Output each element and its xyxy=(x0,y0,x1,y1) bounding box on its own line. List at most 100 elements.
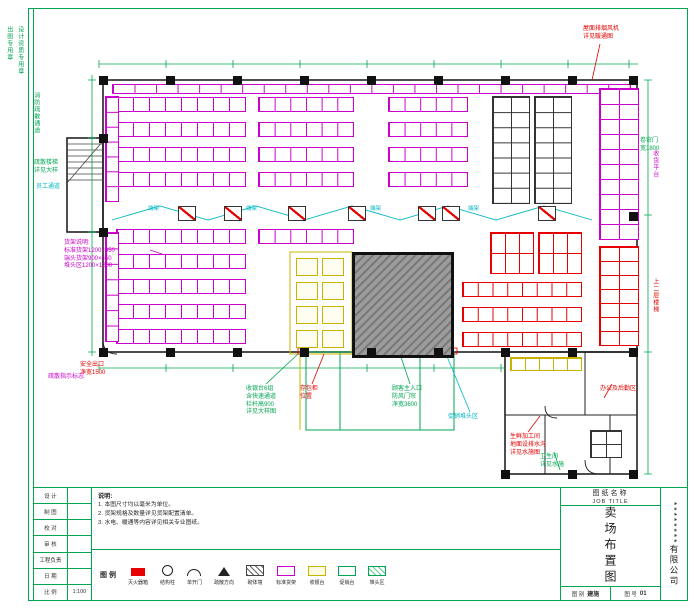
fixture-grid xyxy=(590,430,622,458)
checkout-counter xyxy=(296,282,318,300)
shelf-unit xyxy=(388,147,468,162)
legend-item: 促销台 xyxy=(338,565,357,586)
field-value xyxy=(68,536,91,551)
field-value xyxy=(68,553,91,568)
structural-column xyxy=(501,470,510,479)
notes-area: 说明: 1. 本图尺寸均以毫米为单位。2. 货架规格及数量详见货架配置清单。3.… xyxy=(92,488,560,550)
shelf-unit xyxy=(116,304,246,319)
sheet-field-value: 建施 xyxy=(587,592,600,598)
annotation-label: 端架 xyxy=(468,206,480,212)
structural-column xyxy=(367,348,376,357)
field-value xyxy=(68,569,91,584)
annotation-label: 存包柜 位置 xyxy=(300,386,319,400)
legend-label: 堆头区 xyxy=(369,579,385,586)
note-line: 2. 货架规格及数量详见货架配置清单。 xyxy=(98,510,198,517)
signature-row: 校 对 xyxy=(34,520,91,537)
field-label: 校 对 xyxy=(34,520,68,536)
shelf-unit xyxy=(116,329,246,344)
annotation-label: 疏散楼梯 详见大样 xyxy=(34,160,59,174)
circle-symbol xyxy=(161,564,173,576)
aisle-end-cap xyxy=(288,206,306,221)
rect-red-symbol xyxy=(130,567,145,576)
legend-label: 砌体墙 xyxy=(247,579,263,586)
legend-item: 砌体墙 xyxy=(246,564,265,586)
aisle-end-cap xyxy=(418,206,436,221)
drawing-title: 卖场布置图 xyxy=(603,506,617,586)
field-value xyxy=(68,520,91,535)
field-label: 比 例 xyxy=(34,584,68,600)
hatch-symbol xyxy=(246,564,265,576)
legend-item: 单开门 xyxy=(187,568,202,586)
annotation-label: 出图专用章 xyxy=(5,26,12,61)
signature-row: 制 图 xyxy=(34,504,91,521)
annotation-label: 端架 xyxy=(148,206,160,212)
shelf-unit xyxy=(258,229,354,244)
structural-column xyxy=(99,228,108,237)
annotation-label: 顾客主入口 防风门帘 净宽3600 xyxy=(392,386,423,408)
checkout-counter xyxy=(296,330,318,348)
job-title-header: 图纸名称 JOB TITLE xyxy=(561,488,660,506)
note-line: 3. 水电、暖通等内容详见相关专业图纸。 xyxy=(98,519,203,526)
structural-column xyxy=(99,76,108,85)
structural-column xyxy=(166,76,175,85)
legend-label: 标准货架 xyxy=(276,579,297,586)
annotation-label: 疏散指示标志 xyxy=(48,374,85,380)
checkout-counter xyxy=(322,282,344,300)
sheet-field-value: 01 xyxy=(639,590,647,597)
aisle-end-cap xyxy=(538,206,556,221)
company-name: ********有限公司 xyxy=(669,501,679,587)
promo-area xyxy=(352,252,454,358)
fixture-grid xyxy=(510,357,582,371)
field-value xyxy=(68,504,91,519)
drawing-title-cell: 卖场布置图 xyxy=(561,506,660,587)
semi-symbol xyxy=(187,568,202,576)
signature-row: 审 核 xyxy=(34,536,91,553)
structural-column xyxy=(568,470,577,479)
fixture-grid xyxy=(534,96,572,204)
shelf-unit xyxy=(116,122,246,137)
legend-item: 收银台 xyxy=(308,565,327,586)
shelf-unit xyxy=(116,229,246,244)
annotation-label: 安全出口 净宽1500 xyxy=(80,362,106,376)
signature-row: 设 计 xyxy=(34,488,91,505)
rect-g2-symbol xyxy=(368,565,387,576)
structural-column xyxy=(99,134,108,143)
signature-row: 日 期 xyxy=(34,568,91,585)
annotation-label: 端架 xyxy=(246,206,258,212)
checkout-counter xyxy=(322,258,344,276)
shelf-unit xyxy=(116,147,246,162)
sheet-field-label: 图 号 xyxy=(624,591,637,598)
checkout-counter xyxy=(322,306,344,324)
annotation-label: 促销堆头区 xyxy=(448,414,479,420)
shelf-unit xyxy=(116,172,246,187)
shelf-unit xyxy=(388,122,468,137)
structural-column xyxy=(99,348,108,357)
structural-column xyxy=(629,348,638,357)
legend-strip: 图 例 灭火器箱结构柱单开门疏散方向砌体墙标准货架收银台促销台堆头区 xyxy=(92,550,560,600)
fixture-grid xyxy=(538,232,582,274)
legend-item: 标准货架 xyxy=(276,565,297,586)
field-label: 设 计 xyxy=(34,488,68,504)
signature-row: 工程负责 xyxy=(34,552,91,569)
legend-label: 收银台 xyxy=(309,579,325,586)
annotation-label: 办公及后勤区 xyxy=(600,386,637,392)
structural-column xyxy=(568,76,577,85)
structural-column xyxy=(233,76,242,85)
legend-item: 灭火器箱 xyxy=(128,567,148,586)
binding-margin-line xyxy=(33,8,34,599)
structural-column xyxy=(568,348,577,357)
structural-column xyxy=(233,348,242,357)
structural-column xyxy=(501,76,510,85)
annotation-label: 上二层楼梯 xyxy=(651,278,658,313)
structural-column xyxy=(166,348,175,357)
rect-y-symbol xyxy=(308,565,327,576)
structural-column xyxy=(629,470,638,479)
fixture-grid xyxy=(599,246,639,346)
note-line: 1. 本图尺寸均以毫米为单位。 xyxy=(98,502,175,508)
rect-g-symbol xyxy=(338,565,357,576)
shelf-unit xyxy=(258,97,354,112)
job-title-label-cn: 图纸名称 xyxy=(592,490,629,497)
